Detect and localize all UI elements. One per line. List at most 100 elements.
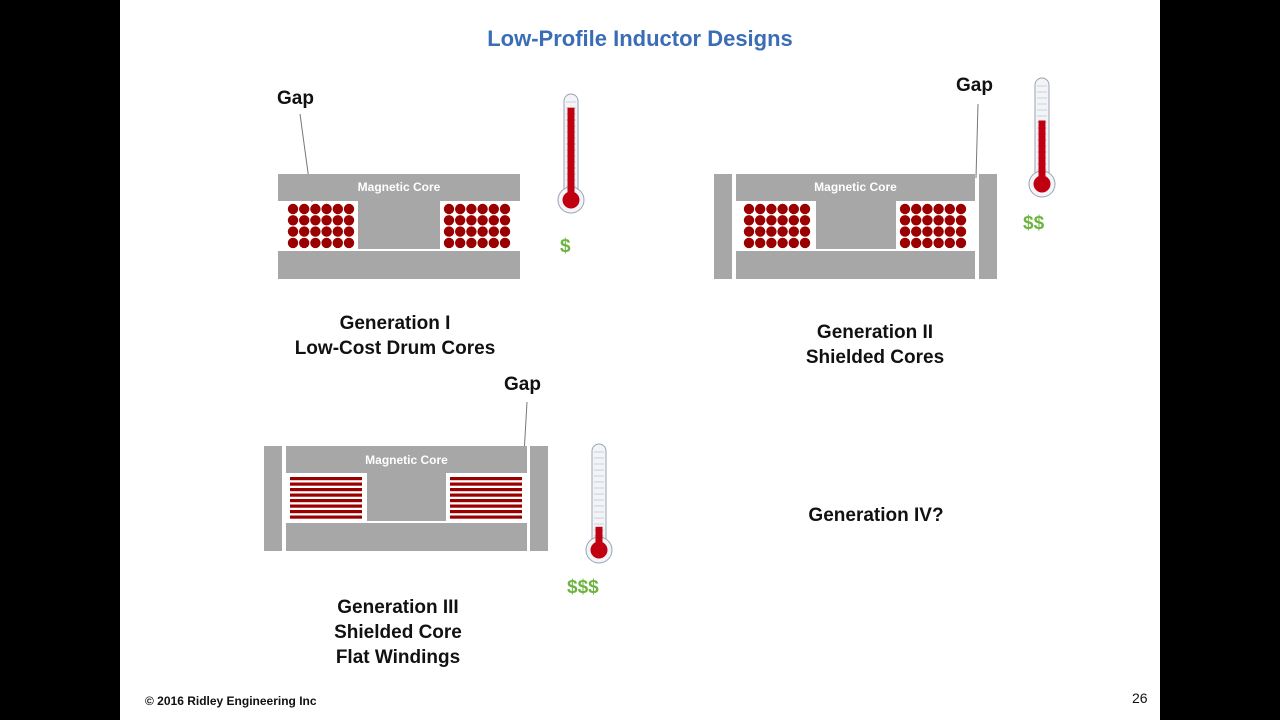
wire-turn xyxy=(911,203,922,215)
wire-turn xyxy=(321,203,332,215)
wire-turn xyxy=(466,203,477,215)
page-number: 26 xyxy=(1132,690,1148,706)
wire-turn xyxy=(299,237,310,249)
foil-turn xyxy=(450,493,522,497)
gen3-shield-left xyxy=(264,446,282,551)
gen3-gap-label: Gap xyxy=(504,374,541,395)
gen1-caption: Generation I Low-Cost Drum Cores xyxy=(265,311,525,361)
wire-turn xyxy=(488,215,499,226)
gen1-caption-line1: Generation I xyxy=(339,313,451,334)
foil-turn xyxy=(290,515,362,519)
wire-turn xyxy=(743,203,755,215)
gen2-caption: Generation II Shielded Cores xyxy=(745,320,1005,370)
gen2-shield-right xyxy=(979,174,997,279)
wire-turn xyxy=(922,203,933,215)
wire-turn xyxy=(955,215,967,226)
wire-turn xyxy=(332,226,343,237)
gen2-thermometer-icon xyxy=(1028,77,1056,198)
wire-turn xyxy=(343,215,355,226)
wire-turn xyxy=(443,237,455,249)
gen3-caption-line1: Generation III xyxy=(337,597,459,618)
wire-turn xyxy=(455,215,466,226)
gen1-gap-label: Gap xyxy=(277,88,314,109)
wire-turn xyxy=(933,237,944,249)
wire-turn xyxy=(899,203,911,215)
gen1-caption-line2: Low-Cost Drum Cores xyxy=(294,338,496,359)
winding-window xyxy=(288,475,364,521)
foil-turn xyxy=(450,482,522,486)
wire-turn xyxy=(443,226,455,237)
gen2-winding-left xyxy=(742,203,812,249)
wire-turn xyxy=(343,226,355,237)
wire-turn xyxy=(899,237,911,249)
wire-turn xyxy=(287,237,299,249)
wire-turn xyxy=(466,226,477,237)
gen3-core-bottom xyxy=(286,523,527,551)
wire-turn xyxy=(499,237,511,249)
gen2-center-post xyxy=(816,201,896,249)
gen2-caption-line2: Shielded Cores xyxy=(805,347,945,368)
wire-turn xyxy=(766,203,777,215)
wire-turn xyxy=(799,215,811,226)
gen3-winding-left xyxy=(288,475,364,521)
gen2-caption-line1: Generation II xyxy=(816,322,934,343)
wire-turn xyxy=(743,215,755,226)
wire-turn xyxy=(933,203,944,215)
wire-turn xyxy=(899,226,911,237)
foil-turn xyxy=(290,482,362,486)
wire-turn xyxy=(777,226,788,237)
gen1-winding-left xyxy=(286,203,356,249)
wire-turn xyxy=(287,215,299,226)
gen1-thermometer-icon xyxy=(557,93,585,214)
wire-turn xyxy=(743,237,755,249)
gen3-winding-right xyxy=(448,475,524,521)
gen3-caption-line3: Flat Windings xyxy=(335,647,461,668)
foil-turn xyxy=(450,510,522,514)
wire-turn xyxy=(922,215,933,226)
wire-turn xyxy=(443,203,455,215)
foil-turn xyxy=(290,493,362,497)
wire-turn xyxy=(955,237,967,249)
gen1-core-top xyxy=(278,174,520,201)
wire-turn xyxy=(788,237,799,249)
wire-turn xyxy=(933,215,944,226)
gen2-core-label: Magnetic Core xyxy=(814,180,897,194)
gen2-shield-left xyxy=(714,174,732,279)
wire-turn xyxy=(788,203,799,215)
gen3-cost: $$$ xyxy=(567,577,599,598)
foil-turn xyxy=(450,488,522,492)
footer-copyright: © 2016 Ridley Engineering Inc xyxy=(145,694,317,708)
gen1-cost: $ xyxy=(560,236,571,257)
wire-turn xyxy=(299,226,310,237)
wire-turn xyxy=(310,237,321,249)
gen3-core-top xyxy=(286,446,527,473)
wire-turn xyxy=(777,215,788,226)
wire-turn xyxy=(299,215,310,226)
foil-turn xyxy=(450,499,522,503)
wire-turn xyxy=(799,203,811,215)
gen1-core-bottom xyxy=(278,251,520,279)
wire-turn xyxy=(310,215,321,226)
wire-turn xyxy=(743,226,755,237)
wire-turn xyxy=(455,203,466,215)
foil-turn xyxy=(450,515,522,519)
wire-turn xyxy=(343,203,355,215)
wire-turn xyxy=(488,203,499,215)
wire-turn xyxy=(488,226,499,237)
wire-turn xyxy=(455,226,466,237)
wire-turn xyxy=(310,203,321,215)
wire-turn xyxy=(944,226,955,237)
wire-turn xyxy=(788,215,799,226)
winding-window xyxy=(448,475,524,521)
gen2-gap-pointer xyxy=(975,103,979,179)
wire-turn xyxy=(944,203,955,215)
wire-turn xyxy=(799,237,811,249)
foil-turn xyxy=(290,510,362,514)
gen3-gap-pointer xyxy=(522,401,528,473)
gen3-thermometer-icon xyxy=(585,443,613,564)
wire-turn xyxy=(799,226,811,237)
gen1-winding-right xyxy=(442,203,512,249)
wire-turn xyxy=(477,226,488,237)
wire-turn xyxy=(911,215,922,226)
slide-title: Low-Profile Inductor Designs xyxy=(487,26,793,51)
